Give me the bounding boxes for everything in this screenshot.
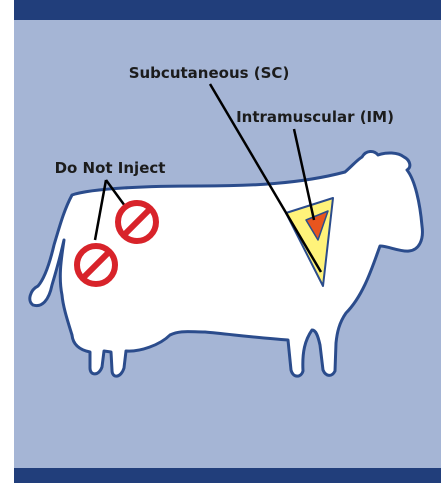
left-margin <box>0 0 14 483</box>
bottom-band <box>14 468 441 483</box>
label-intramuscular: Intramuscular (IM) <box>236 108 394 126</box>
top-band <box>14 0 441 20</box>
label-subcutaneous: Subcutaneous (SC) <box>129 64 290 82</box>
label-do-not-inject: Do Not Inject <box>55 159 166 177</box>
